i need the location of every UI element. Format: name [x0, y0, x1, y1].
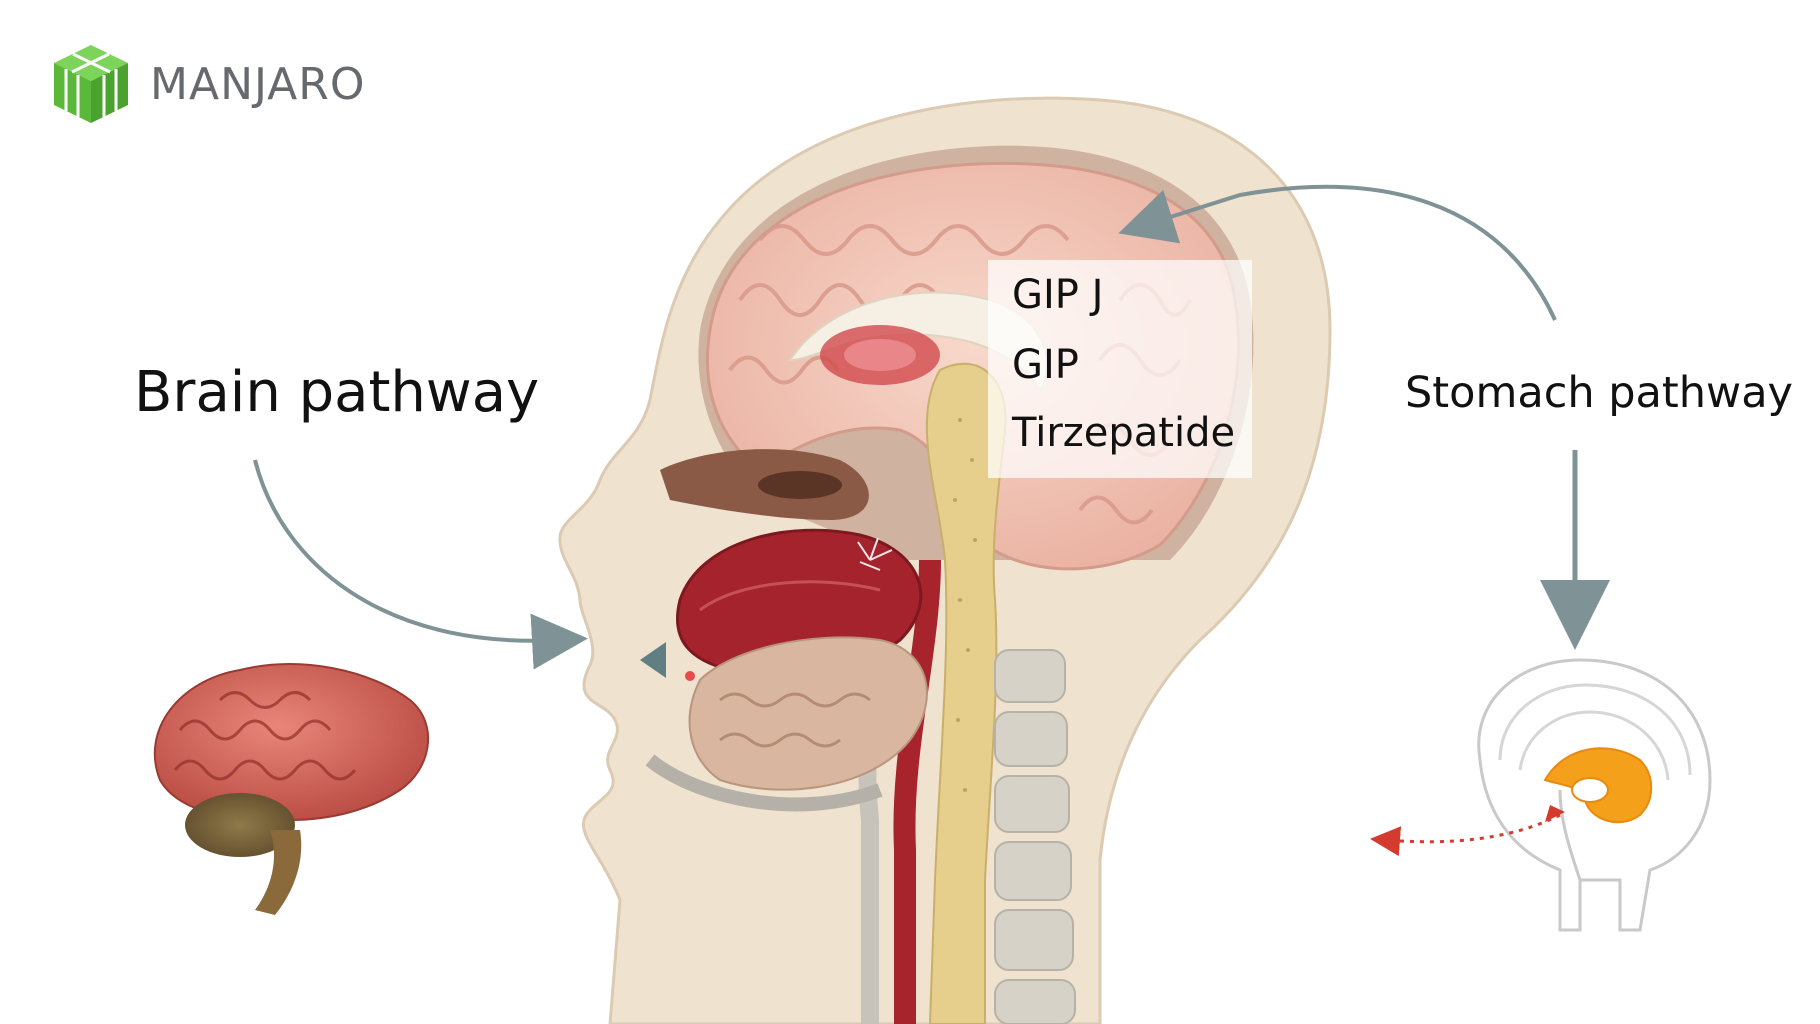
curved-arrow-right-icon [1118, 184, 1557, 321]
brain-pathway-label: Brain pathway [134, 360, 540, 425]
brand-name: MANJARO [150, 58, 366, 110]
callout-line-2: GIP [1012, 342, 1079, 388]
callout-line-3: Tirzepatide [1012, 410, 1236, 456]
hormone-callout: GIP J GIP Tirzepatide [988, 260, 1252, 478]
brain-icon [153, 663, 430, 915]
head-cross-section-illustration [558, 96, 1332, 1024]
brand-logo: MANJARO [48, 38, 365, 130]
stomach-pathway-label: Stomach pathway [1405, 368, 1793, 418]
callout-line-1: GIP J [1012, 272, 1104, 318]
brain-outline-diagram-icon [1477, 658, 1712, 932]
cube-logo-icon [54, 45, 128, 123]
mouth-pointer-icon [640, 642, 666, 678]
curved-arrow-left-icon [253, 459, 588, 670]
